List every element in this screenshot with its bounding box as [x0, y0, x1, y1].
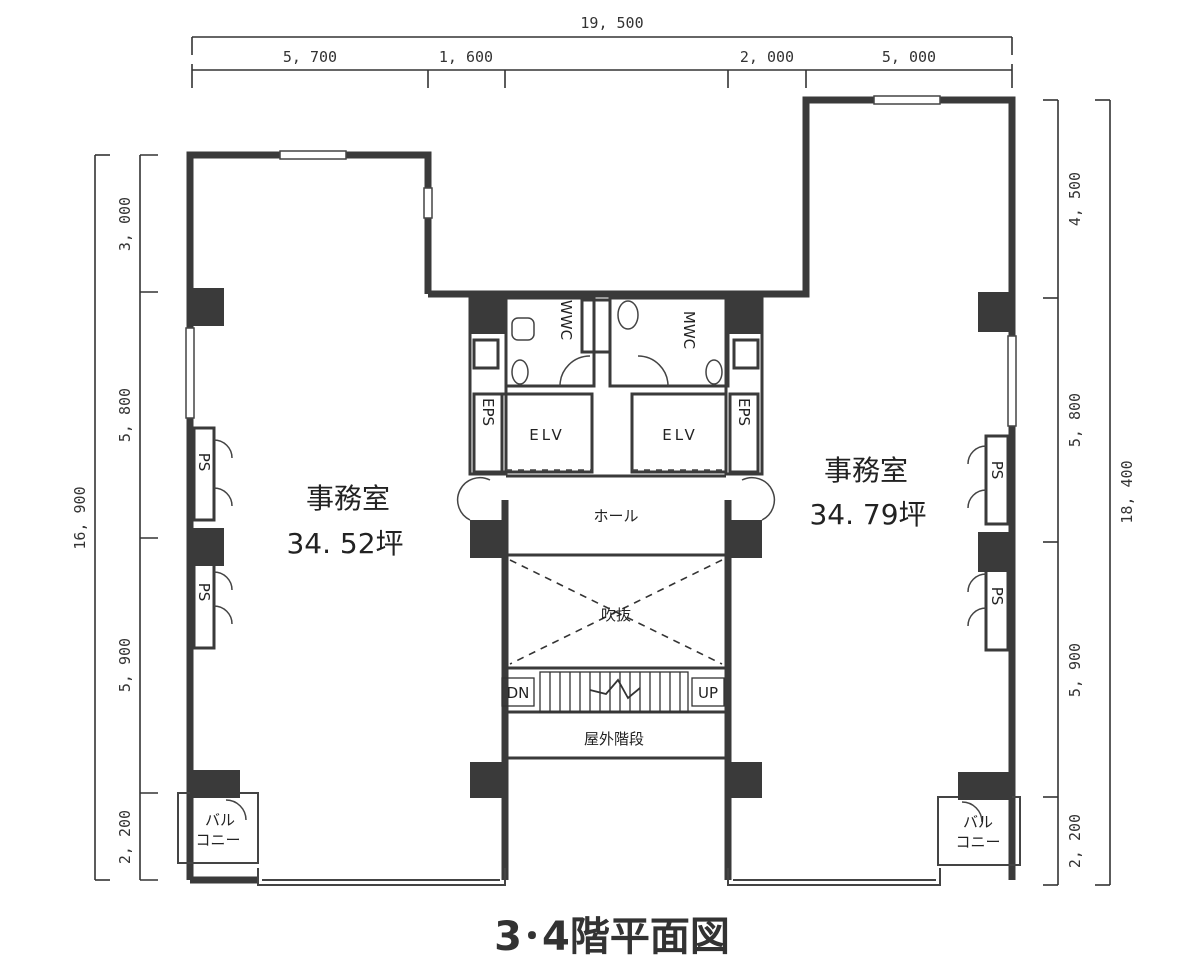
- ps-label-4: PS: [988, 587, 1006, 606]
- eps-left-label: EPS: [479, 398, 497, 426]
- ps-label-2: PS: [195, 583, 213, 602]
- balcony-left-line2: コニー: [195, 831, 240, 849]
- up-label: UP: [698, 684, 718, 702]
- balcony-left-line1: バル: [205, 811, 235, 829]
- windows: [185, 95, 1017, 427]
- elv-right-label: ELV: [662, 426, 697, 444]
- office-right-area: 34. 79坪: [809, 498, 926, 531]
- void-cross: [509, 559, 723, 665]
- eps-right-label: EPS: [735, 398, 753, 426]
- plan-title: 3･4階平面図: [494, 914, 730, 960]
- dim-left-2: 5, 800: [116, 388, 134, 442]
- elv-left-label: ELV: [529, 426, 564, 444]
- dim-left-4: 2, 200: [116, 810, 134, 864]
- dimension-lines: [94, 36, 1111, 886]
- dim-right-2: 5, 800: [1066, 393, 1084, 447]
- dim-overall-width: 19, 500: [580, 14, 643, 32]
- dim-top-4: 5, 000: [882, 48, 936, 66]
- ps-boxes: [192, 426, 1010, 652]
- mwc-label: MWC: [680, 311, 698, 349]
- dim-right-3: 5, 900: [1066, 643, 1084, 697]
- bottom-edges: [177, 792, 1021, 886]
- office-left-name: 事務室: [306, 482, 390, 515]
- hall-label: ホール: [593, 507, 638, 525]
- office-right-name: 事務室: [824, 454, 908, 487]
- dim-left-1: 3, 000: [116, 197, 134, 251]
- balcony-right-line1: バル: [963, 813, 993, 831]
- void-label: 吹抜: [601, 606, 631, 624]
- ps-doors: [213, 439, 987, 823]
- stairs-label: 屋外階段: [584, 730, 644, 748]
- ps-label-1: PS: [195, 453, 213, 472]
- dim-left-total: 16, 900: [71, 486, 89, 549]
- dim-top-2: 1, 600: [439, 48, 493, 66]
- dim-top-1: 5, 700: [283, 48, 337, 66]
- fixtures: [506, 300, 726, 471]
- wwc-label: WWC: [557, 300, 575, 340]
- balcony-right-line2: コニー: [955, 833, 1000, 851]
- dim-left-3: 5, 900: [116, 638, 134, 692]
- core: [468, 292, 764, 476]
- dim-right-1: 4, 500: [1066, 172, 1084, 226]
- stairs: [501, 671, 725, 713]
- ps-label-3: PS: [988, 461, 1006, 480]
- dim-right-total: 18, 400: [1118, 460, 1136, 523]
- office-left-area: 34. 52坪: [286, 527, 403, 560]
- dim-top-3: 2, 000: [740, 48, 794, 66]
- dn-label: DN: [507, 684, 530, 702]
- dim-right-4: 2, 200: [1066, 814, 1084, 868]
